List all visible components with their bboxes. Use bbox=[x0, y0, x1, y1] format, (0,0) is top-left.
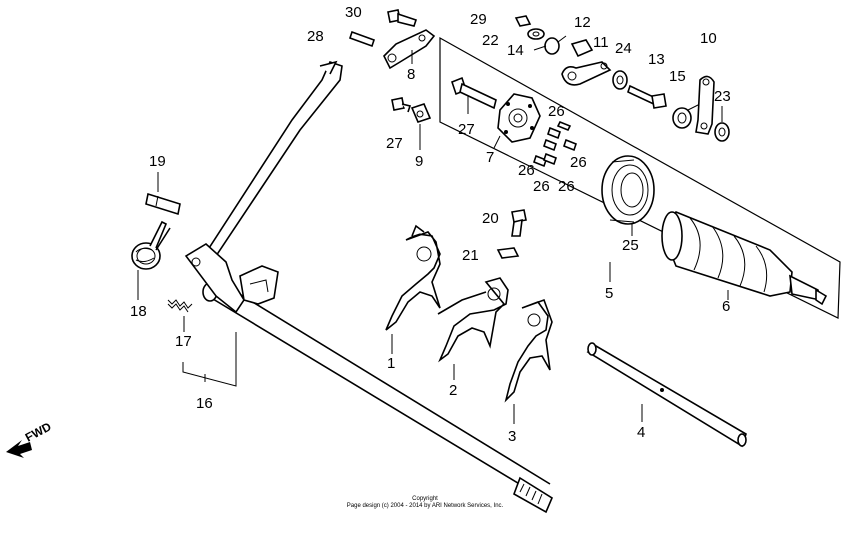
leader-16 bbox=[182, 332, 237, 387]
fork-shaft-4 bbox=[586, 342, 747, 448]
bolt-20 bbox=[511, 209, 527, 237]
callout-18: 18 bbox=[130, 303, 147, 320]
bolt-29 bbox=[451, 76, 497, 110]
callout-25: 25 bbox=[622, 237, 639, 254]
callout-15: 15 bbox=[669, 68, 686, 85]
callout-10: 10 bbox=[700, 30, 717, 47]
spring-15 bbox=[672, 103, 701, 129]
clip-21 bbox=[496, 247, 520, 259]
stopper-arm-8 bbox=[383, 29, 436, 70]
spring-17 bbox=[167, 299, 193, 313]
callout-29: 27 bbox=[458, 121, 475, 138]
bearing-25 bbox=[601, 155, 655, 225]
callout-26-e: 26 bbox=[558, 178, 575, 195]
callout-12: 12 bbox=[574, 14, 591, 31]
washer-24 bbox=[612, 70, 628, 90]
drum-plate-7 bbox=[497, 93, 541, 143]
callout-27-lower: 27 bbox=[386, 135, 403, 152]
callout-16: 16 bbox=[196, 395, 213, 412]
callout-28: 29 bbox=[470, 11, 487, 28]
callout-30: 30 bbox=[345, 4, 362, 21]
fwd-label: FWD bbox=[23, 419, 54, 444]
callout-20: 20 bbox=[482, 210, 499, 227]
shift-arm bbox=[184, 60, 343, 314]
washer-23 bbox=[714, 122, 730, 142]
callout-11: 11 bbox=[593, 34, 609, 51]
callout-19: 19 bbox=[149, 153, 166, 170]
arm-10 bbox=[695, 75, 715, 135]
callout-24: 24 bbox=[615, 40, 632, 57]
spring-14 bbox=[533, 35, 567, 55]
bolt-27-lower bbox=[391, 97, 412, 113]
gearshift-spindle bbox=[202, 281, 554, 514]
callout-26-d: 26 bbox=[533, 178, 550, 195]
fwd-arrow-icon bbox=[6, 440, 32, 458]
callout-5: 5 bbox=[605, 285, 613, 302]
pin-19 bbox=[145, 192, 181, 216]
shift-drum-6 bbox=[661, 210, 828, 306]
shift-fork-2 bbox=[437, 277, 509, 363]
copyright-line-1: Copyright bbox=[412, 496, 438, 502]
shift-fork-1 bbox=[385, 224, 441, 331]
shift-fork-3 bbox=[504, 298, 553, 403]
callout-3: 3 bbox=[508, 428, 516, 445]
callout-6: 6 bbox=[722, 298, 730, 315]
callout-26-b: 26 bbox=[570, 154, 587, 171]
callout-22: 22 bbox=[482, 32, 499, 49]
callout-17: 17 bbox=[175, 333, 192, 350]
return-spring-18 bbox=[131, 220, 171, 270]
copyright-line-2: Page design (c) 2004 - 2014 by ARI Netwo… bbox=[346, 503, 504, 509]
callout-14: 14 bbox=[507, 42, 524, 59]
leader-7 bbox=[493, 135, 501, 149]
washer-22 bbox=[527, 28, 545, 40]
drum-assembly-panel bbox=[439, 36, 841, 319]
callout-1: 1 bbox=[387, 355, 395, 372]
pins-26 bbox=[533, 120, 577, 168]
callout-26-c: 26 bbox=[518, 162, 535, 179]
collar-12 bbox=[570, 39, 594, 58]
washer-9 bbox=[410, 103, 432, 123]
callout-26-a: 26 bbox=[548, 103, 565, 120]
callout-2: 2 bbox=[449, 382, 457, 399]
callout-8: 8 bbox=[407, 66, 415, 83]
nut-28 bbox=[514, 15, 532, 27]
bolt-30 bbox=[387, 9, 418, 27]
bolt-13 bbox=[627, 84, 667, 109]
callout-13: 13 bbox=[648, 51, 665, 68]
arm-11 bbox=[561, 61, 612, 86]
callout-21: 21 bbox=[462, 247, 479, 264]
callout-23: 23 bbox=[714, 88, 731, 105]
callout-27-top: 28 bbox=[307, 28, 324, 45]
callout-7: 7 bbox=[486, 149, 494, 166]
callout-9: 9 bbox=[415, 153, 423, 170]
callout-4: 4 bbox=[637, 424, 645, 441]
bolt-27-top bbox=[348, 30, 376, 48]
